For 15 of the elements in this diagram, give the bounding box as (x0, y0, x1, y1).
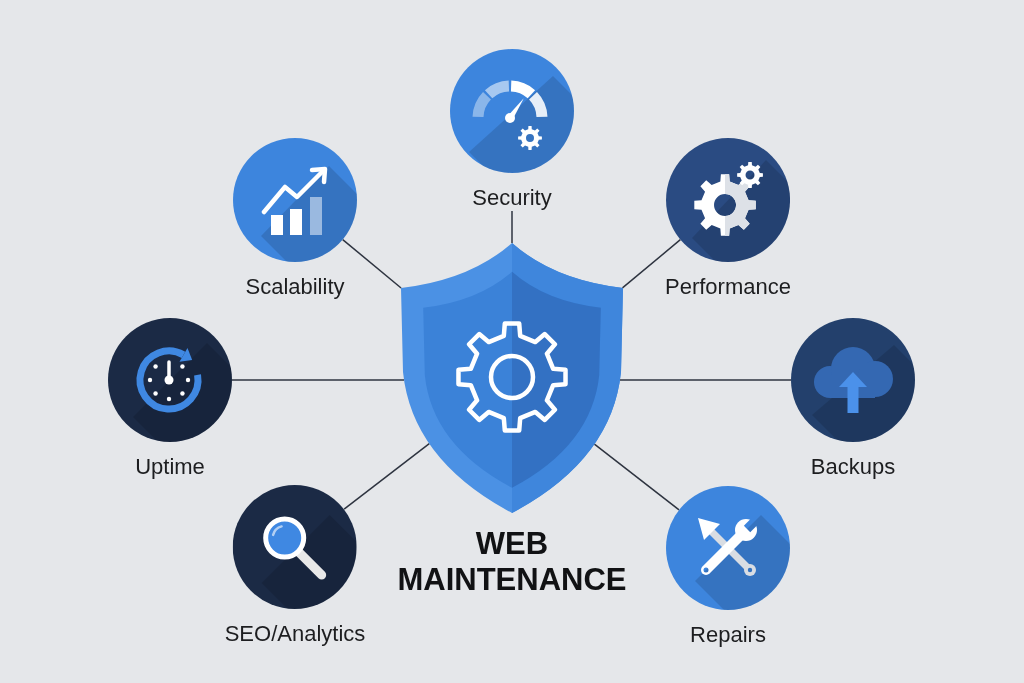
connector-line (593, 443, 680, 511)
node-label: SEO/Analytics (224, 621, 366, 647)
connector-line (231, 379, 405, 381)
connector-line (619, 379, 792, 381)
node-label: Performance (665, 274, 791, 300)
hub-title: WEB MAINTENANCE (396, 526, 628, 598)
node-label: Security (472, 185, 552, 211)
connector-line (511, 210, 513, 244)
connector-line (341, 238, 402, 289)
node-label: Uptime (135, 454, 205, 480)
node-label: Backups (810, 454, 896, 480)
node-label: Scalability (245, 274, 345, 300)
connector-line (343, 442, 431, 510)
node-label: Repairs (690, 622, 766, 648)
connector-line (621, 238, 682, 289)
